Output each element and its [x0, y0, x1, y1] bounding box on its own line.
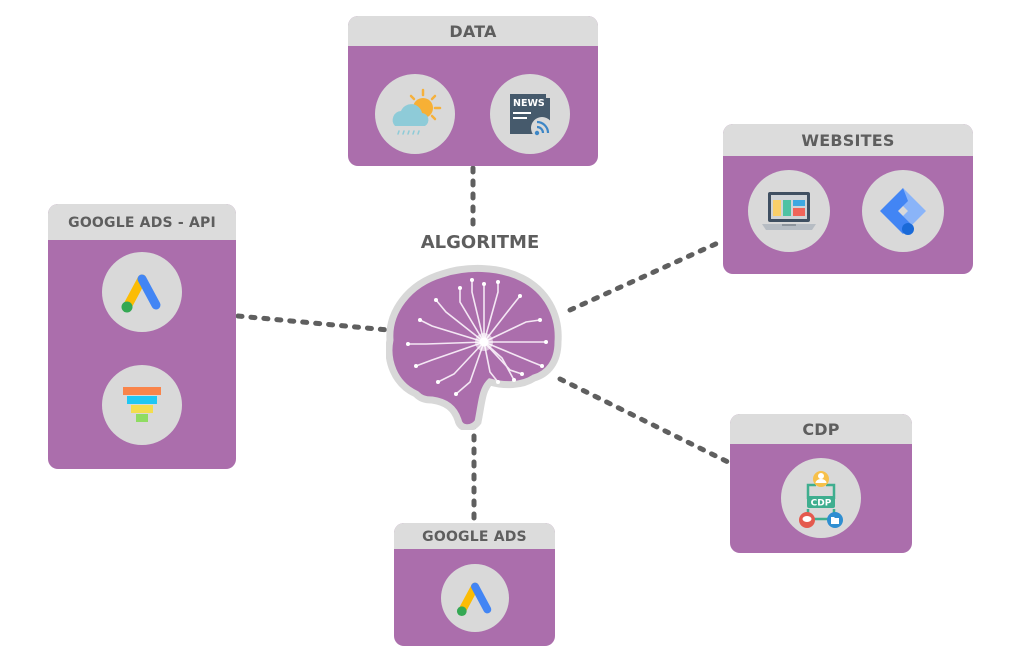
node-google-ads-api-title: GOOGLE ADS - API — [48, 204, 236, 240]
node-websites: WEBSITES — [723, 124, 973, 274]
node-data-title: DATA — [348, 16, 598, 46]
edge-algoritme-cdp — [557, 376, 731, 465]
center-label: ALGORITME — [420, 232, 540, 253]
google-tag-manager-icon — [862, 170, 944, 252]
laptop-website-icon — [748, 170, 830, 252]
weather-icon — [375, 74, 455, 154]
node-cdp-title: CDP — [730, 414, 912, 444]
edge-algoritme-google-ads-api — [235, 313, 391, 333]
brain-circuit-icon — [386, 264, 562, 430]
funnel-icon — [102, 365, 182, 445]
node-websites-title: WEBSITES — [723, 124, 973, 156]
node-google-ads-api: GOOGLE ADS - API — [48, 204, 236, 469]
node-google-ads: GOOGLE ADS — [394, 523, 555, 646]
google-ads-icon — [441, 564, 509, 632]
news-feed-icon: NEWS — [490, 74, 570, 154]
news-text: NEWS — [513, 98, 545, 109]
node-data: DATA NEWS — [348, 16, 598, 166]
node-cdp: CDP CDP — [730, 414, 912, 553]
cdp-network-icon: CDP — [781, 458, 861, 538]
cdp-icon-text: CDP — [811, 499, 832, 509]
google-ads-icon — [102, 252, 182, 332]
node-google-ads-title: GOOGLE ADS — [394, 523, 555, 549]
edge-algoritme-websites — [567, 239, 723, 313]
